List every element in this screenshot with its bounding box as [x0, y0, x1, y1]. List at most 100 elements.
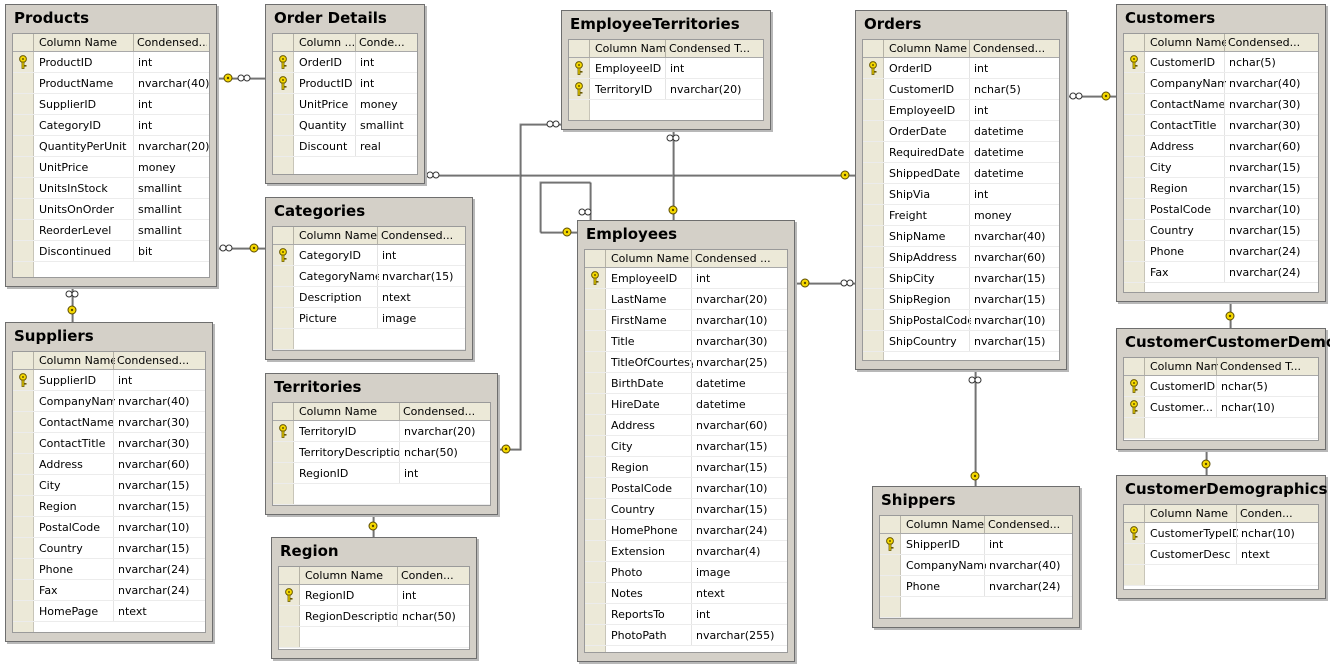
- row-selector[interactable]: [585, 541, 606, 561]
- row-selector[interactable]: [13, 475, 34, 495]
- row-selector[interactable]: [585, 625, 606, 645]
- row-selector[interactable]: [585, 478, 606, 498]
- new-column-row[interactable]: [273, 329, 465, 350]
- row-selector[interactable]: [1124, 565, 1145, 585]
- row-selector[interactable]: [585, 499, 606, 519]
- row-selector[interactable]: [13, 136, 34, 156]
- row-selector[interactable]: [863, 205, 884, 225]
- row-selector[interactable]: [1124, 262, 1145, 282]
- row-selector[interactable]: [13, 433, 34, 453]
- row-selector[interactable]: [569, 100, 590, 120]
- row-selector[interactable]: [13, 199, 34, 219]
- row-selector[interactable]: [13, 538, 34, 558]
- new-column-row[interactable]: [585, 646, 787, 652]
- row-selector[interactable]: [273, 157, 294, 174]
- row-selector[interactable]: [1124, 544, 1145, 564]
- row-selector[interactable]: [1124, 241, 1145, 261]
- row-selector[interactable]: [863, 163, 884, 183]
- row-selector[interactable]: [863, 310, 884, 330]
- row-selector[interactable]: [863, 331, 884, 351]
- new-column-row[interactable]: [1124, 418, 1318, 439]
- row-selector[interactable]: [585, 352, 606, 372]
- new-column-row[interactable]: [273, 484, 490, 505]
- row-selector[interactable]: [1124, 115, 1145, 135]
- row-selector[interactable]: [1124, 283, 1145, 292]
- new-column-row[interactable]: [279, 627, 469, 648]
- row-selector[interactable]: [585, 562, 606, 582]
- row-selector[interactable]: [863, 247, 884, 267]
- row-selector[interactable]: [273, 136, 294, 156]
- row-selector[interactable]: [273, 287, 294, 307]
- row-selector[interactable]: [585, 394, 606, 414]
- row-selector[interactable]: [13, 241, 34, 261]
- row-selector[interactable]: [13, 559, 34, 579]
- row-selector[interactable]: [1124, 418, 1145, 438]
- row-selector[interactable]: [585, 604, 606, 624]
- row-selector[interactable]: [13, 622, 34, 632]
- row-selector[interactable]: [863, 79, 884, 99]
- row-selector[interactable]: [13, 454, 34, 474]
- row-selector[interactable]: [585, 583, 606, 603]
- row-selector[interactable]: [1124, 136, 1145, 156]
- row-selector[interactable]: [13, 73, 34, 93]
- row-selector[interactable]: [1124, 199, 1145, 219]
- row-selector[interactable]: [863, 352, 884, 360]
- row-selector[interactable]: [863, 184, 884, 204]
- new-column-row[interactable]: [1124, 283, 1318, 292]
- row-selector[interactable]: [863, 289, 884, 309]
- row-selector[interactable]: [880, 555, 901, 575]
- row-selector[interactable]: [863, 268, 884, 288]
